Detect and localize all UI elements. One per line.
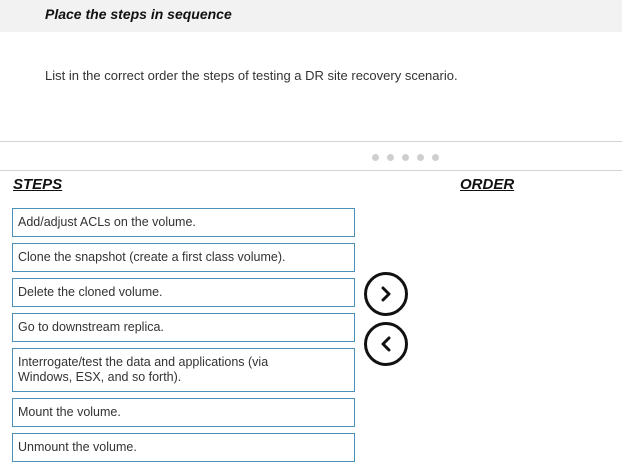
chevron-right-icon [381,286,391,302]
pager-dot[interactable] [372,154,379,161]
pager-dots [372,154,439,161]
pager-dot[interactable] [402,154,409,161]
move-left-button[interactable] [364,322,408,366]
step-item[interactable]: Unmount the volume. [12,433,355,462]
step-item[interactable]: Go to downstream replica. [12,313,355,342]
steps-list: Add/adjust ACLs on the volume. Clone the… [12,208,355,468]
pager-dot[interactable] [432,154,439,161]
header-bar: Place the steps in sequence [0,0,622,32]
divider-top [0,141,622,142]
order-column-heading: ORDER [460,176,515,193]
step-item[interactable]: Delete the cloned volume. [12,278,355,307]
steps-column-heading: STEPS [13,176,63,193]
step-item[interactable]: Add/adjust ACLs on the volume. [12,208,355,237]
chevron-left-icon [381,336,391,352]
divider-bottom [0,170,622,171]
page-title: Place the steps in sequence [45,6,232,22]
step-item[interactable]: Clone the snapshot (create a first class… [12,243,355,272]
pager-dot[interactable] [417,154,424,161]
step-item[interactable]: Mount the volume. [12,398,355,427]
pager-dot[interactable] [387,154,394,161]
move-right-button[interactable] [364,272,408,316]
question-text: List in the correct order the steps of t… [45,68,458,83]
step-item[interactable]: Interrogate/test the data and applicatio… [12,348,355,392]
